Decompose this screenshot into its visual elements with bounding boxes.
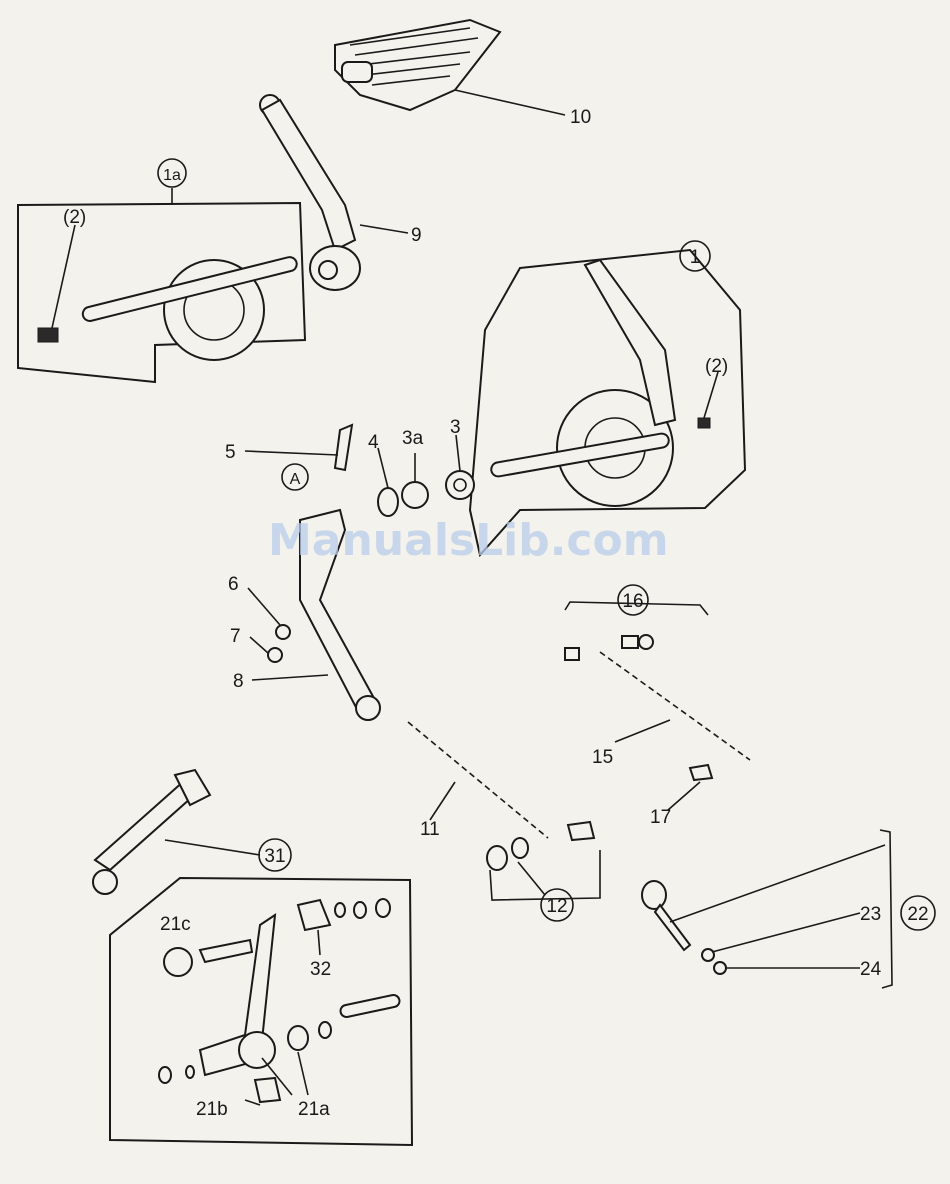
chain-15 [565,602,750,810]
label-3a: 3a [402,428,424,449]
label-23: 23 [860,904,881,925]
label-17: 17 [650,807,671,828]
label-15: 15 [592,747,613,768]
label-7: 7 [230,626,241,647]
label-4: 4 [368,432,379,453]
label-2-right: (2) [705,356,728,377]
label-21c: 21c [160,914,191,935]
label-1a: 1a [163,167,181,184]
watermark-text: ManualsLib.com [268,515,669,566]
label-10: 10 [570,107,591,128]
label-9: 9 [411,225,422,246]
label-5: 5 [225,442,236,463]
label-22: 22 [907,904,928,925]
pedal-part [335,20,565,115]
assembly-22 [642,830,892,988]
assembly-box-31 [110,878,412,1145]
label-32: 32 [310,959,331,980]
small-parts-5-4-3 [245,425,474,516]
label-24: 24 [860,959,882,980]
label-31: 31 [264,846,285,867]
label-8: 8 [233,671,244,692]
label-A: A [290,471,301,488]
label-6: 6 [228,574,239,595]
label-2-left: (2) [63,207,86,228]
label-16: 16 [622,591,643,612]
chain-11 [408,722,600,900]
assembly-box-1 [470,250,745,555]
label-21b: 21b [196,1099,228,1120]
assembly-box-1a [18,188,305,382]
label-1: 1 [690,247,701,268]
tensioner-arm [93,770,260,894]
label-21a: 21a [298,1099,330,1120]
label-3: 3 [450,417,461,438]
label-12: 12 [546,896,567,917]
label-11: 11 [420,819,440,840]
